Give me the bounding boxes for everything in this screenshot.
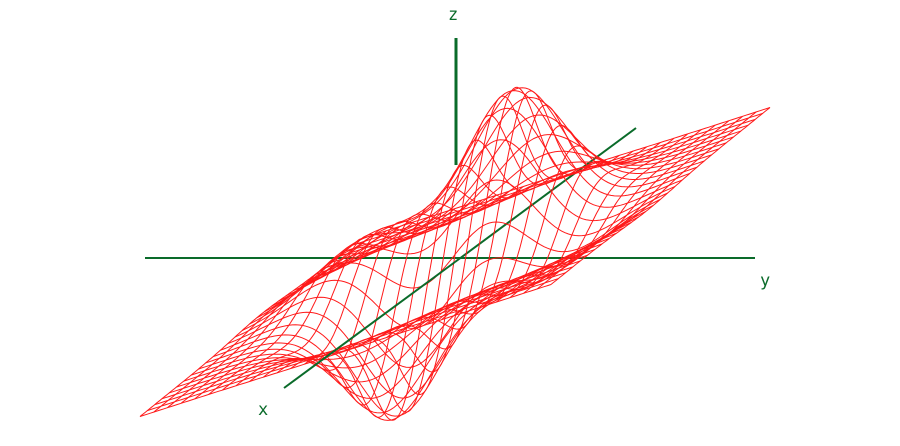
surface-grid-line-y bbox=[290, 190, 511, 406]
y-axis-label: y bbox=[760, 271, 770, 291]
surface-grid-line-x bbox=[315, 142, 727, 275]
surface-grid-line-x bbox=[271, 107, 683, 307]
surface-grid-line-y bbox=[523, 115, 743, 294]
surface-grid-line-y bbox=[386, 90, 606, 338]
surface-grid-line-y bbox=[509, 120, 730, 299]
wireframe-surface bbox=[139, 86, 771, 421]
surface-grid-line-x bbox=[183, 249, 595, 382]
z-axis-label: z bbox=[448, 5, 458, 25]
surface-grid-line-y bbox=[468, 133, 689, 312]
surface-grid-line-y bbox=[441, 142, 661, 321]
surface-grid-line-y bbox=[276, 195, 497, 388]
surface-grid-line-y bbox=[399, 104, 620, 334]
surface-grid-line-x bbox=[329, 130, 741, 264]
surface-grid-line-y bbox=[235, 208, 456, 387]
surface-grid-line-y bbox=[167, 230, 387, 409]
surface-grid-line-y bbox=[345, 114, 565, 395]
surface-grid-line-y bbox=[153, 234, 374, 413]
surface-grid-line-y bbox=[139, 239, 360, 417]
surface-grid-line-y bbox=[249, 203, 469, 382]
surface-grid-line-y bbox=[454, 137, 675, 316]
surface-grid-line-y bbox=[413, 124, 634, 329]
surface-grid-line-y bbox=[482, 129, 702, 307]
axes-back-group bbox=[145, 127, 755, 263]
x-axis-line-back bbox=[454, 127, 637, 263]
surface-grid-line-y bbox=[550, 107, 771, 285]
surface-grid-line-x bbox=[278, 90, 690, 302]
axes-front-group bbox=[283, 38, 458, 389]
surface-grid-line-y bbox=[495, 124, 716, 303]
x-axis-label: x bbox=[258, 400, 268, 420]
surface-grid-line-x bbox=[154, 272, 566, 406]
surface-grid-line-y bbox=[372, 86, 593, 350]
surface-grid-line-y bbox=[180, 225, 401, 404]
surface-grid-line-y bbox=[194, 221, 415, 400]
surface-grid-line-y bbox=[304, 186, 524, 418]
surface-grid-line-y bbox=[358, 95, 579, 373]
surface-grid-line-y bbox=[536, 111, 757, 290]
x-axis-line-front bbox=[283, 261, 456, 389]
